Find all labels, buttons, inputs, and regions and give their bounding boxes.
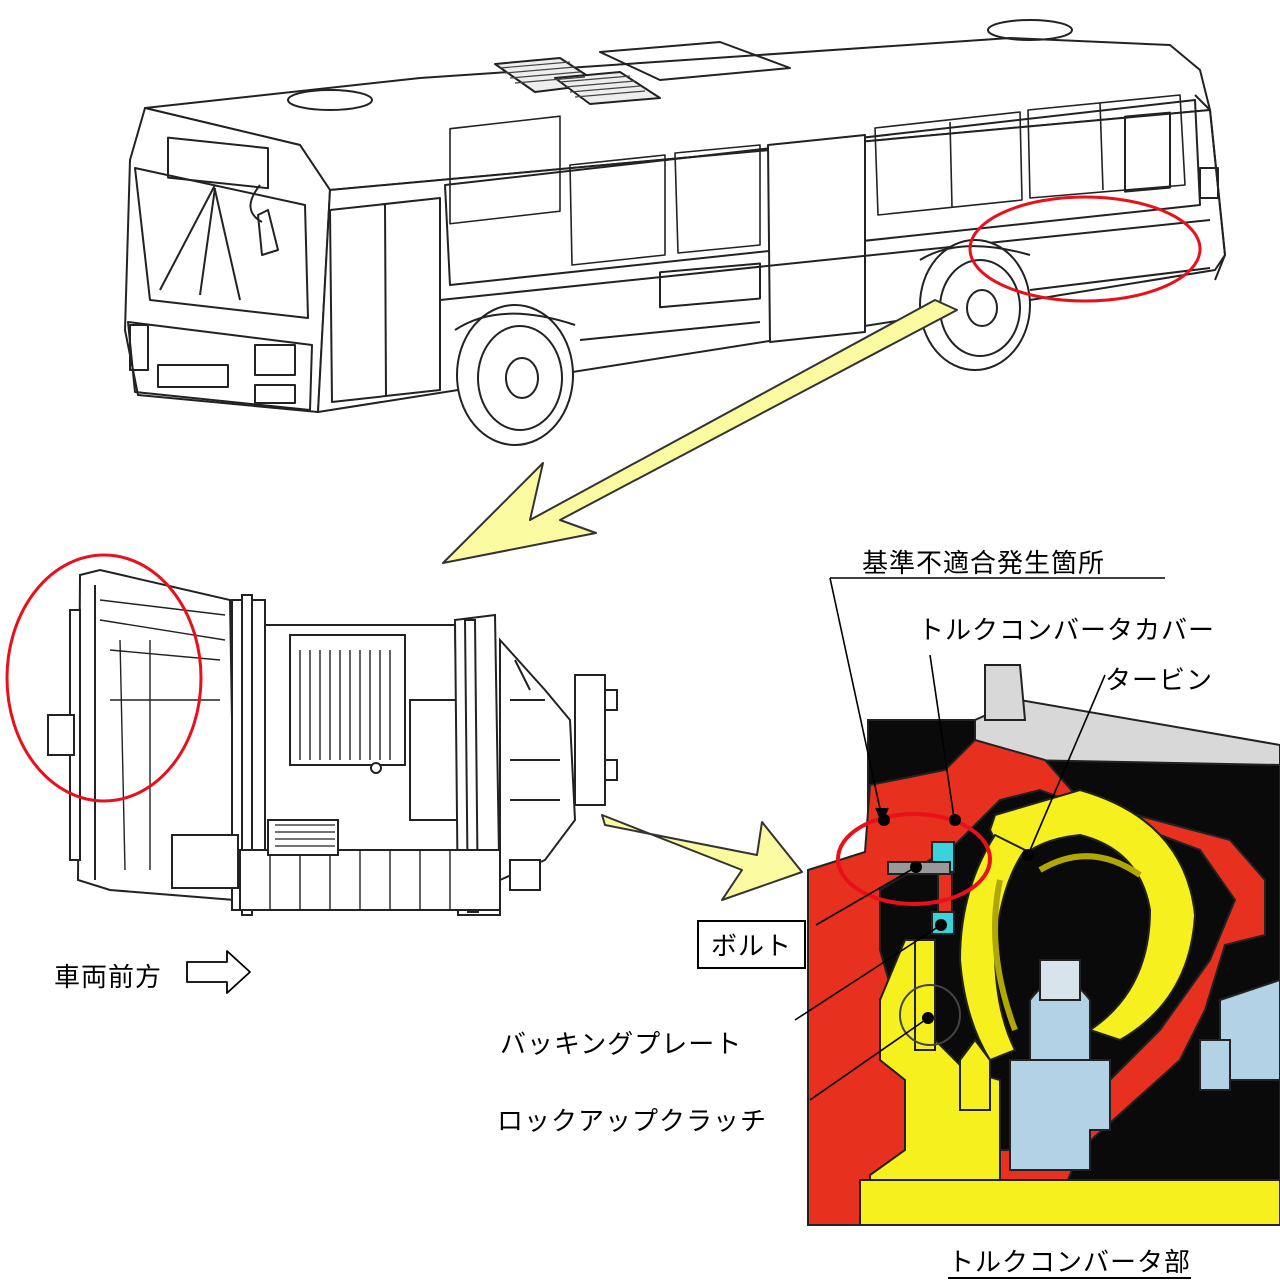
bolt-label: ボルト: [697, 920, 807, 969]
vehicle-front-label: 車両前方: [54, 963, 163, 993]
bus-illustration: [124, 19, 1226, 446]
leader-dots: [878, 814, 1034, 1024]
lockup-clutch-label: ロックアップクラッチ: [497, 1107, 768, 1137]
torque-converter-section: [807, 664, 1280, 1226]
defect-leader: [829, 577, 883, 819]
callout-arrow-transmission-to-detail: [601, 814, 803, 901]
backing-plate-leader: [794, 924, 942, 1021]
transmission-illustration: [47, 568, 618, 916]
torque-converter-section-caption: トルクコンバータ部: [948, 1248, 1192, 1278]
torque-converter-cover-label: トルクコンバータカバー: [918, 616, 1216, 646]
rear-wheel: [919, 239, 1031, 371]
backing-plate-label: バッキングプレート: [500, 1030, 743, 1060]
outline-right-arrow-icon: [186, 950, 251, 994]
turbine-label: タービン: [1105, 666, 1214, 696]
turbine-leader: [1027, 674, 1106, 856]
lockup-leader: [809, 1017, 929, 1101]
highlight-circle-detail: [836, 812, 992, 906]
callout-arrow-bus-to-transmission: [442, 299, 958, 564]
bolt-leader: [815, 866, 917, 926]
front-wheel: [454, 304, 576, 446]
highlight-circle-transmission: [5, 553, 203, 803]
leader-lines: [794, 577, 1165, 1101]
defect-location-label: 基準不適合発生箇所: [862, 549, 1106, 579]
cover-leader: [929, 654, 955, 819]
highlight-circle-bus: [968, 195, 1202, 303]
